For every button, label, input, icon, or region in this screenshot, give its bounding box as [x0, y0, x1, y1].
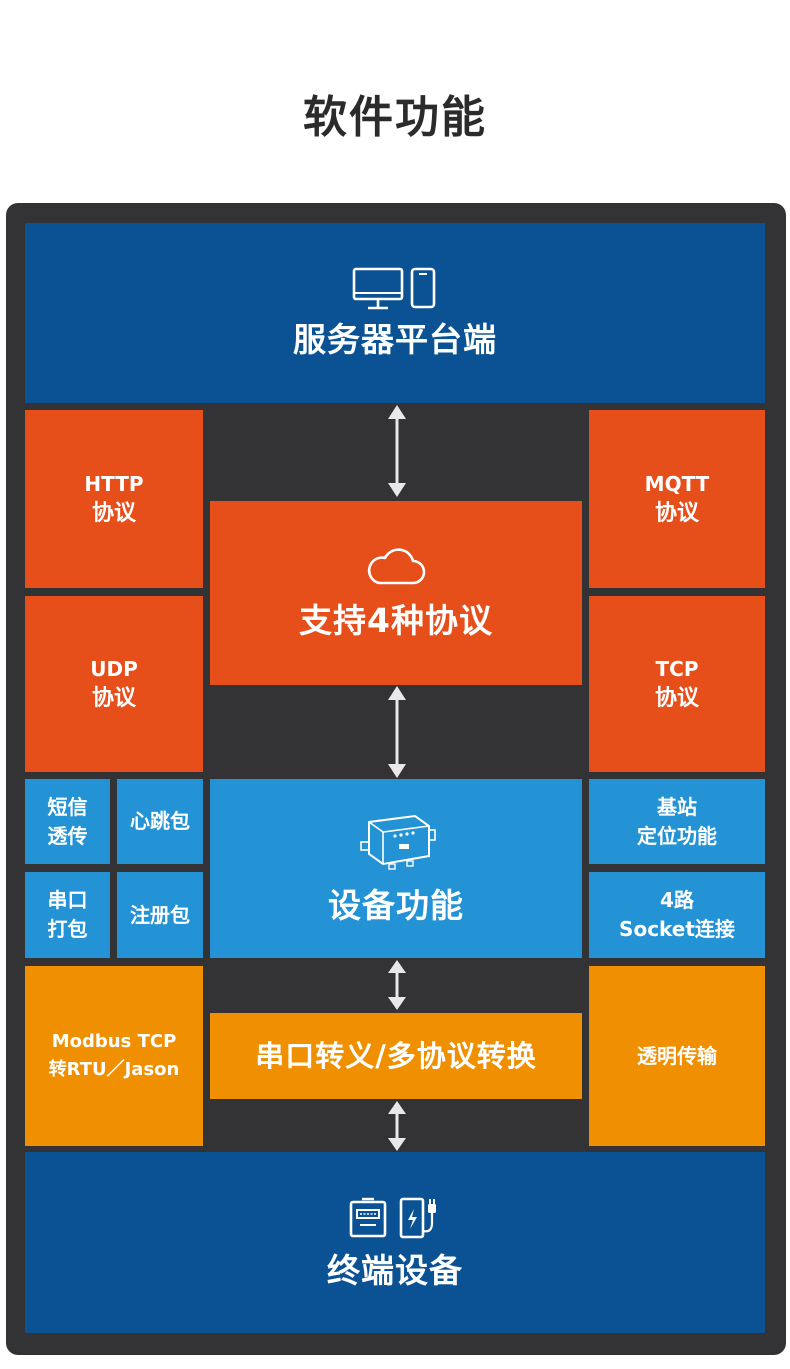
meter-icon [349, 1197, 387, 1237]
protocols-center-label: 支持4种协议 [299, 601, 493, 640]
serial-conversion-center-block: 串口转义/多协议转换 [210, 1013, 582, 1099]
udp-protocol-suffix: 协议 [91, 686, 136, 711]
device-function-label: 设备功能 [328, 885, 464, 925]
register-pack-label: 注册包 [130, 902, 190, 927]
udp-protocol-name: UDP [90, 657, 138, 681]
base-station-line2: 定位功能 [637, 823, 717, 848]
cloud-icon [367, 548, 426, 585]
socket-line1: 4路 [660, 888, 694, 912]
arrow-server-protocols [385, 405, 409, 497]
http-protocol-name: HTTP [84, 472, 144, 496]
serial-pack-line1: 串口 [47, 888, 88, 912]
http-protocol-block: HTTP 协议 [25, 410, 203, 588]
serial-conversion-label: 串口转义/多协议转换 [255, 1039, 537, 1073]
monitor-phone-icon [352, 267, 436, 310]
mqtt-protocol-suffix: 协议 [654, 501, 699, 526]
heartbeat-block: 心跳包 [117, 779, 203, 864]
charging-pile-icon [399, 1197, 436, 1238]
modbus-line1: Modbus TCP [51, 1031, 177, 1052]
server-platform-block: 服务器平台端 [25, 223, 765, 403]
modbus-line2: 转RTU／Jason [48, 1059, 180, 1080]
register-pack-block: 注册包 [117, 872, 203, 958]
mqtt-protocol-block: MQTT 协议 [589, 410, 765, 588]
transparent-transmission-block: 透明传输 [589, 966, 765, 1146]
modbus-conversion-block: Modbus TCP 转RTU／Jason [25, 966, 203, 1146]
sms-passthrough-line2: 透传 [47, 823, 88, 848]
page-title: 软件功能 [303, 92, 487, 143]
arrow-protocols-device [385, 686, 409, 778]
transparent-transmission-label: 透明传输 [637, 1043, 717, 1068]
device-function-block: 设备功能 [210, 779, 582, 958]
arrow-device-conversion [385, 960, 409, 1010]
base-station-location-block: 基站 定位功能 [589, 779, 765, 864]
arrow-conversion-terminal [385, 1101, 409, 1151]
heartbeat-label: 心跳包 [130, 809, 190, 833]
sms-passthrough-line1: 短信 [47, 794, 88, 819]
http-protocol-suffix: 协议 [91, 501, 136, 526]
sms-passthrough-block: 短信 透传 [25, 779, 110, 864]
socket-connection-block: 4路 Socket连接 [589, 872, 765, 958]
mqtt-protocol-name: MQTT [644, 472, 710, 496]
tcp-protocol-block: TCP 协议 [589, 596, 765, 772]
terminal-device-label: 终端设备 [327, 1250, 463, 1290]
serial-pack-line2: 打包 [47, 917, 88, 941]
device-module-icon [360, 814, 436, 870]
terminal-device-block: 终端设备 [25, 1152, 765, 1333]
tcp-protocol-name: TCP [655, 657, 699, 681]
serial-pack-block: 串口 打包 [25, 872, 110, 958]
tcp-protocol-suffix: 协议 [654, 686, 699, 711]
base-station-line1: 基站 [657, 794, 697, 819]
udp-protocol-block: UDP 协议 [25, 596, 203, 772]
socket-line2: Socket连接 [619, 917, 735, 941]
server-platform-label: 服务器平台端 [293, 320, 497, 359]
protocols-center-block: 支持4种协议 [210, 501, 582, 685]
